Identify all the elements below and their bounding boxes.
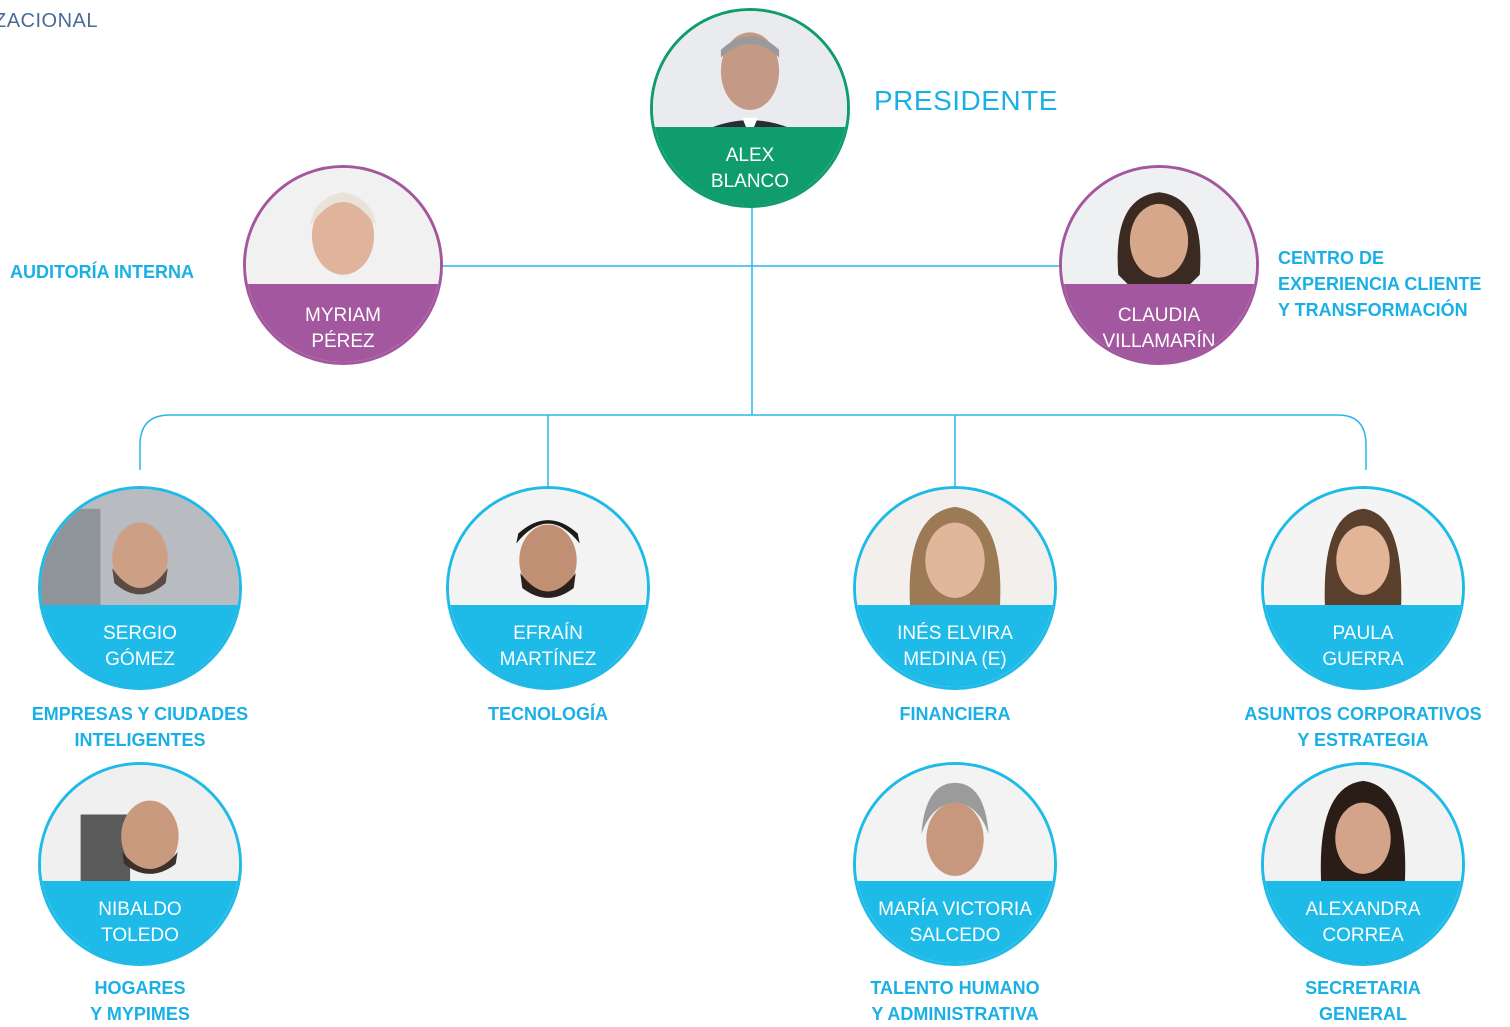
executive-name-last: GUERRA — [1322, 649, 1404, 670]
sub-executive-name-band — [1264, 881, 1462, 963]
sub-executive-name-band — [856, 881, 1054, 963]
executive-name-last: MEDINA (E) — [903, 649, 1007, 670]
sub-executive-name-last: CORREA — [1322, 925, 1404, 946]
role-line: ASUNTOS CORPORATIVOS — [1244, 704, 1482, 724]
staff-role-auditoria: AUDITORÍA INTERNA — [10, 262, 194, 282]
executive-name-last: MARTÍNEZ — [499, 649, 597, 670]
connector-executive-branch — [139, 414, 1367, 470]
executive-name-band — [856, 605, 1054, 687]
executive-name-first: INÉS ELVIRA — [897, 623, 1013, 644]
sub-executive-role-talento: TALENTO HUMANO Y ADMINISTRATIVA — [825, 975, 1085, 1027]
executive-name-first: PAULA — [1332, 623, 1394, 644]
executive-name-last: GÓMEZ — [105, 649, 175, 670]
role-line: Y ESTRATEGIA — [1297, 730, 1429, 750]
role-line: TECNOLOGÍA — [488, 704, 608, 724]
president-name-band — [653, 127, 847, 205]
staff-name-band — [246, 284, 440, 362]
role-line: GENERAL — [1318, 1004, 1407, 1024]
executive-node-tecnologia: EFRAÍN MARTÍNEZ — [446, 486, 650, 690]
sub-executive-name-first: ALEXANDRA — [1305, 899, 1421, 920]
executive-role-asuntos: ASUNTOS CORPORATIVOS Y ESTRATEGIA — [1222, 701, 1504, 753]
president-role: PRESIDENTE — [874, 85, 1058, 116]
role-line: EXPERIENCIA CLIENTE — [1278, 274, 1482, 294]
executive-node-empresas: SERGIO GÓMEZ — [38, 486, 242, 690]
staff-name-band — [1062, 284, 1256, 362]
sub-executive-name-last: SALCEDO — [909, 925, 1001, 946]
president-node: ALEX BLANCO — [650, 8, 850, 208]
sub-executive-node-hogares: NIBALDO TOLEDO — [38, 762, 242, 966]
sub-executive-name-first: MARÍA VICTORIA — [878, 899, 1032, 920]
role-line: HOGARES — [94, 978, 186, 998]
president-name-last: BLANCO — [710, 171, 790, 192]
sub-executive-name-band — [41, 881, 239, 963]
role-line: FINANCIERA — [899, 704, 1011, 724]
executive-role-empresas: EMPRESAS Y CIUDADES INTELIGENTES — [10, 701, 270, 753]
sub-executive-node-talento: MARÍA VICTORIA SALCEDO — [853, 762, 1057, 966]
executive-name-first: SERGIO — [103, 623, 177, 644]
sub-executive-role-hogares: HOGARES Y MYPIMES — [10, 975, 270, 1027]
executive-role-financiera: FINANCIERA — [825, 701, 1085, 727]
executive-node-financiera: INÉS ELVIRA MEDINA (E) — [853, 486, 1057, 690]
role-line: INTELIGENTES — [74, 730, 206, 750]
staff-role-experiencia: CENTRO DE EXPERIENCIA CLIENTE Y TRANSFOR… — [1278, 245, 1508, 323]
executive-role-tecnologia: TECNOLOGÍA — [418, 701, 678, 727]
sub-executive-name-last: TOLEDO — [101, 925, 179, 946]
role-line: Y MYPIMES — [90, 1004, 190, 1024]
sub-executive-node-secretaria: ALEXANDRA CORREA — [1261, 762, 1465, 966]
executive-name-first: EFRAÍN — [513, 623, 583, 644]
executive-name-band — [41, 605, 239, 687]
executive-name-band — [1264, 605, 1462, 687]
role-line: TALENTO HUMANO — [870, 978, 1040, 998]
staff-node-auditoria: MYRIAM PÉREZ — [243, 165, 443, 365]
staff-name-first: CLAUDIA — [1117, 305, 1201, 326]
role-line: EMPRESAS Y CIUDADES — [31, 704, 249, 724]
sub-executive-name-first: NIBALDO — [98, 899, 182, 920]
page-title: ZACIONAL — [0, 10, 99, 32]
president-name-first: ALEX — [725, 145, 775, 166]
staff-name-last: PÉREZ — [311, 331, 375, 352]
executive-name-band — [449, 605, 647, 687]
role-line: CENTRO DE — [1278, 248, 1385, 268]
sub-executive-role-secretaria: SECRETARIA GENERAL — [1233, 975, 1493, 1027]
staff-node-experiencia: CLAUDIA VILLAMARÍN — [1059, 165, 1259, 365]
role-line: Y ADMINISTRATIVA — [871, 1004, 1039, 1024]
staff-name-first: MYRIAM — [305, 305, 381, 326]
role-line: SECRETARIA — [1305, 978, 1421, 998]
executive-node-asuntos: PAULA GUERRA — [1261, 486, 1465, 690]
staff-name-last: VILLAMARÍN — [1102, 331, 1216, 352]
role-line: Y TRANSFORMACIÓN — [1278, 300, 1468, 320]
